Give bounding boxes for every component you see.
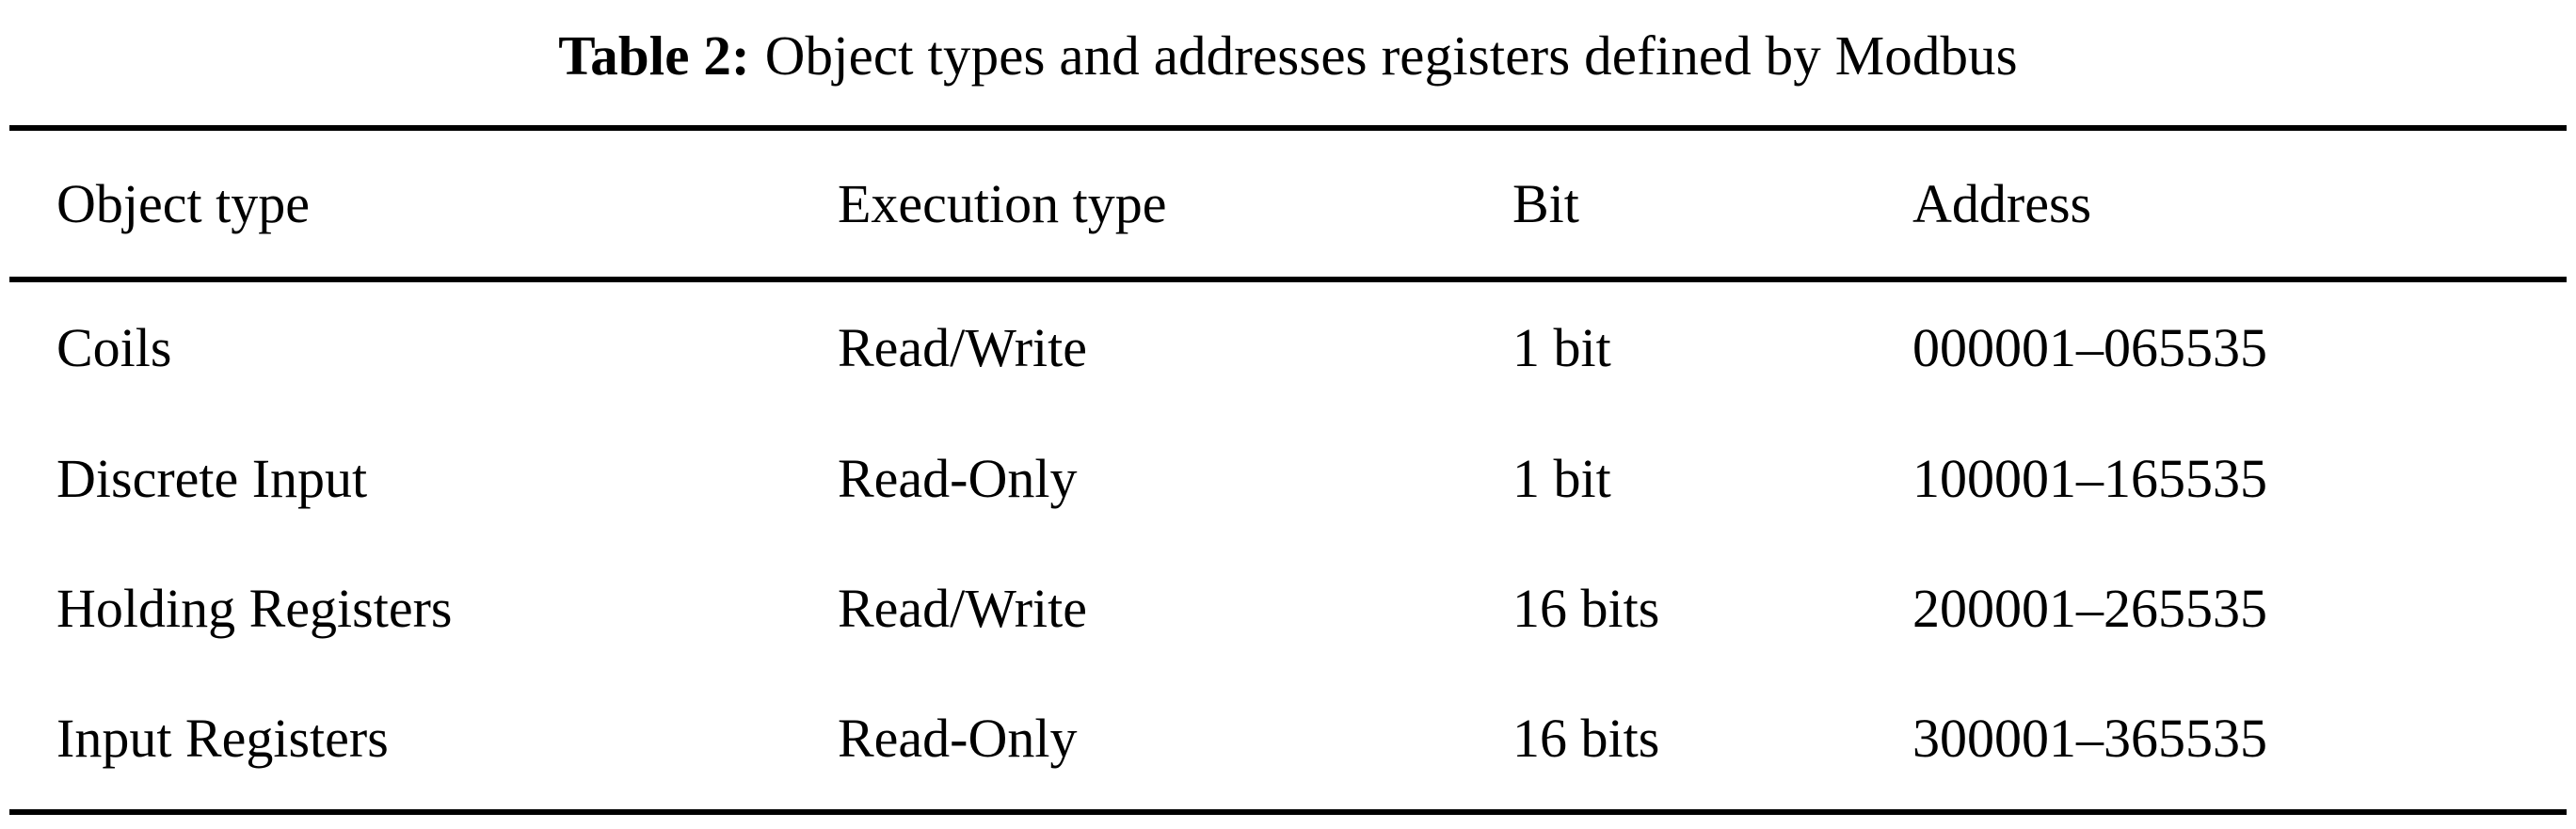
table-row: Discrete Input Read-Only 1 bit 100001–16…	[0, 414, 2576, 544]
cell-object-type: Holding Registers	[56, 578, 453, 639]
table-caption: Table 2: Object types and addresses regi…	[0, 0, 2576, 113]
cell-object-type: Discrete Input	[56, 448, 368, 509]
column-header-object-type: Object type	[56, 172, 310, 234]
cell-address: 100001–165535	[1912, 448, 2267, 509]
cell-address: 000001–065535	[1912, 317, 2267, 378]
table-row: Holding Registers Read/Write 16 bits 200…	[0, 544, 2576, 674]
cell-bit: 16 bits	[1512, 578, 1660, 639]
table-header-rule	[9, 277, 2567, 282]
column-header-address: Address	[1912, 172, 2092, 234]
column-header-execution-type: Execution type	[838, 172, 1167, 234]
cell-object-type: Coils	[56, 317, 172, 378]
cell-bit: 1 bit	[1512, 448, 1611, 509]
cell-object-type: Input Registers	[56, 708, 389, 769]
cell-address: 300001–365535	[1912, 708, 2267, 769]
cell-execution-type: Read-Only	[838, 708, 1078, 769]
cell-bit: 16 bits	[1512, 708, 1660, 769]
table-top-rule	[9, 125, 2567, 131]
table-body: Object type Execution type Bit Address	[0, 131, 2576, 277]
table-row: Coils Read/Write 1 bit 000001–065535	[0, 282, 2576, 414]
cell-address: 200001–265535	[1912, 578, 2267, 639]
table-caption-text: Object types and addresses registers def…	[764, 24, 2018, 88]
table-data-rows: Coils Read/Write 1 bit 000001–065535 Dis…	[0, 282, 2576, 804]
cell-execution-type: Read/Write	[838, 578, 1087, 639]
column-header-bit: Bit	[1512, 172, 1579, 234]
table-bottom-rule	[9, 809, 2567, 815]
cell-execution-type: Read-Only	[838, 448, 1078, 509]
table-header-row: Object type Execution type Bit Address	[0, 131, 2576, 277]
table-caption-label: Table 2:	[558, 24, 750, 88]
cell-execution-type: Read/Write	[838, 317, 1087, 378]
table-row: Input Registers Read-Only 16 bits 300001…	[0, 674, 2576, 804]
cell-bit: 1 bit	[1512, 317, 1611, 378]
